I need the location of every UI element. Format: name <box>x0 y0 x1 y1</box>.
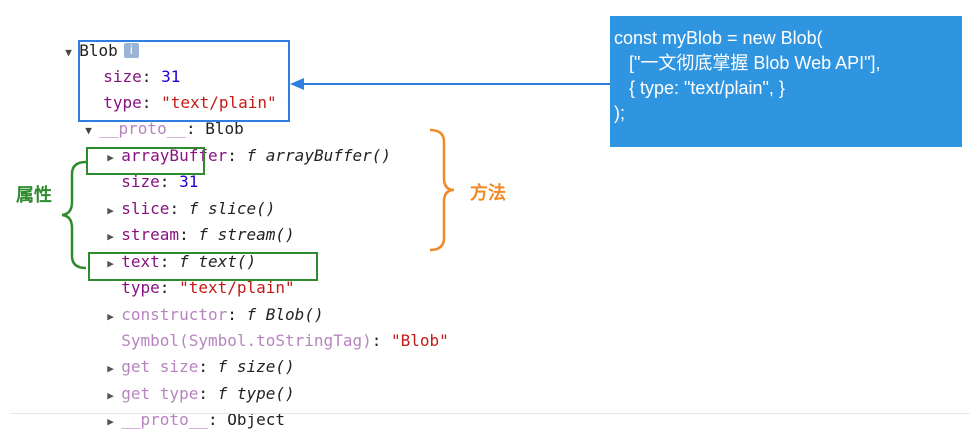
prop-key: constructor <box>121 305 228 324</box>
prop-row-size: size: 31 <box>103 67 181 86</box>
prop-value: Blob() <box>265 305 324 324</box>
prop-value: Object <box>227 410 286 429</box>
prop-key: text <box>121 252 160 271</box>
arrow-icon <box>290 78 610 90</box>
info-icon[interactable]: i <box>123 43 139 58</box>
proto-item-constructor[interactable]: ▶constructor: f Blob() <box>88 282 323 324</box>
collapse-triangle-icon[interactable]: ▶ <box>107 151 114 164</box>
methods-brace-icon <box>429 128 455 252</box>
prop-key: stream <box>121 225 180 244</box>
prop-key: __proto__ <box>121 410 208 429</box>
own-props-highlight-box <box>78 40 290 122</box>
proto-item-get-size[interactable]: ▶get size: f size() <box>88 334 294 376</box>
code-snippet-panel: const myBlob = new Blob( ["一文彻底掌握 Blob W… <box>610 16 962 147</box>
bottom-divider <box>10 413 970 414</box>
collapse-triangle-icon[interactable]: ▶ <box>107 257 114 270</box>
prop-value: "text/plain" <box>179 278 295 297</box>
code-line: ); <box>614 103 625 123</box>
collapse-triangle-icon[interactable]: ▶ <box>107 415 114 428</box>
prop-key: get size <box>121 357 199 376</box>
prop-value: "text/plain" <box>161 93 277 112</box>
expand-triangle-icon[interactable]: ▼ <box>85 124 92 137</box>
prop-key: size <box>121 172 160 191</box>
prop-key: size <box>103 67 142 86</box>
collapse-triangle-icon[interactable]: ▶ <box>107 362 114 375</box>
prop-key: get type <box>121 384 199 403</box>
prop-key: __proto__ <box>99 119 186 138</box>
prop-value: 31 <box>161 67 181 86</box>
prop-value: size() <box>236 357 295 376</box>
prop-key: type <box>121 278 160 297</box>
function-marker: f <box>179 252 189 271</box>
prop-value: "Blob" <box>390 331 449 350</box>
function-marker: f <box>188 199 199 218</box>
prop-value: slice() <box>207 199 276 218</box>
prop-key: slice <box>121 199 170 218</box>
code-line: ["一文彻底掌握 Blob Web API"], <box>614 53 881 73</box>
proto-row[interactable]: ▼__proto__: Blob <box>66 96 244 138</box>
prop-value: stream() <box>217 225 295 244</box>
function-marker: f <box>246 305 257 324</box>
collapse-triangle-icon[interactable]: ▶ <box>107 310 114 323</box>
prop-value: Blob <box>205 119 244 138</box>
expand-triangle-icon[interactable]: ▼ <box>65 46 72 59</box>
collapse-triangle-icon[interactable]: ▶ <box>107 230 114 243</box>
prop-value: arrayBuffer() <box>265 146 392 165</box>
proto-item-proto[interactable]: ▶__proto__: Object <box>88 387 285 429</box>
proto-item-get-type[interactable]: ▶get type: f type() <box>88 361 294 403</box>
collapse-triangle-icon[interactable]: ▶ <box>107 389 114 402</box>
function-marker: f <box>198 225 208 244</box>
size-highlight-box <box>86 147 205 175</box>
prop-value: type() <box>236 384 295 403</box>
code-line: const myBlob = new Blob( <box>614 28 823 48</box>
prop-row-type: type: "text/plain" <box>103 93 277 112</box>
prop-key: Symbol(Symbol.toStringTag) <box>121 331 372 350</box>
collapse-triangle-icon[interactable]: ▶ <box>107 204 114 217</box>
function-marker: f <box>217 357 228 376</box>
blob-root-name: Blob <box>79 41 118 60</box>
function-marker: f <box>217 384 228 403</box>
proto-item-stream[interactable]: ▶stream: f stream() <box>88 202 294 244</box>
type-highlight-box <box>88 252 318 281</box>
methods-label: 方法 <box>470 183 506 204</box>
code-line: { type: "text/plain", } <box>614 78 785 98</box>
prop-value: 31 <box>179 172 199 191</box>
proto-item-tostringtag: Symbol(Symbol.toStringTag): "Blob" <box>121 331 449 350</box>
prop-key: arrayBuffer <box>121 146 228 165</box>
attributes-brace-icon <box>61 160 87 270</box>
prop-key: type <box>103 93 142 112</box>
proto-item-slice[interactable]: ▶slice: f slice() <box>88 176 275 218</box>
proto-item-arraybuffer[interactable]: ▶arrayBuffer: f arrayBuffer() <box>88 123 391 165</box>
function-marker: f <box>246 146 257 165</box>
proto-item-size: size: 31 <box>121 172 199 191</box>
proto-item-text[interactable]: ▶text: f text() <box>88 229 256 271</box>
proto-item-type: type: "text/plain" <box>121 278 295 297</box>
prop-value: text() <box>198 252 257 271</box>
attributes-label: 属性 <box>16 185 52 206</box>
